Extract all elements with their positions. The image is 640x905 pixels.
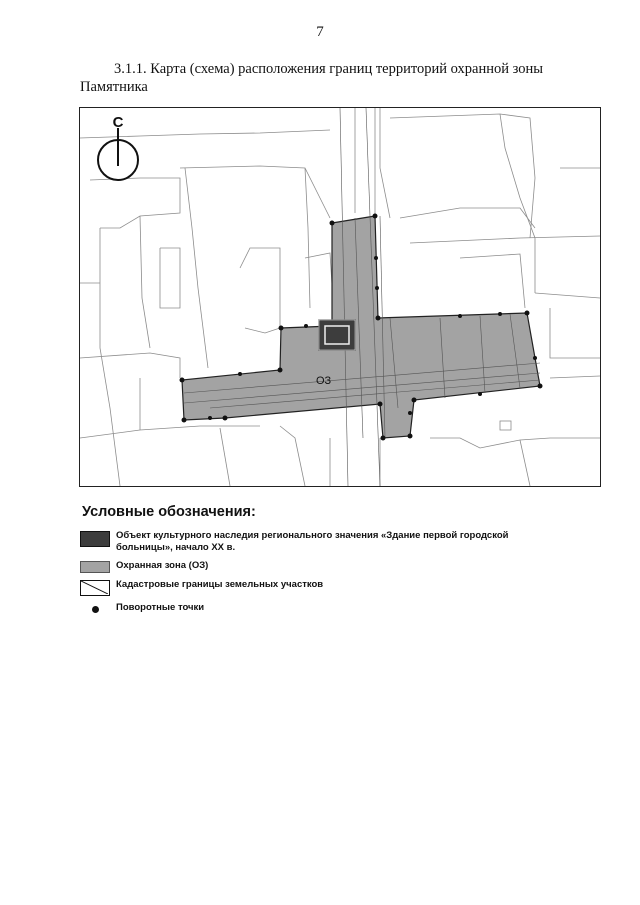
- map-legend: Условные обозначения: Объект культурного…: [80, 504, 600, 621]
- page-number: 7: [316, 24, 324, 40]
- legend-label: Объект культурного наследия региональног…: [116, 530, 509, 553]
- legend-item-monument: Объект культурного наследия региональног…: [80, 530, 600, 554]
- legend-label: Охранная зона (ОЗ): [116, 560, 209, 571]
- legend-label: Кадастровые границы земельных участков: [116, 579, 324, 590]
- caption-line-2: Памятника: [80, 79, 148, 95]
- monument-building: [318, 319, 356, 351]
- protection-zone: ОЗ: [179, 108, 543, 486]
- legend-item-turning-points: Поворотные точки: [80, 602, 600, 615]
- zone-label: ОЗ: [316, 375, 332, 387]
- legend-label: Поворотные точки: [116, 602, 205, 613]
- map-caption: 3.1.1. Карта (схема) расположения границ…: [80, 60, 600, 96]
- black-dot-icon: [80, 603, 110, 615]
- north-arrow-icon: С: [97, 114, 139, 181]
- legend-item-cadastral: Кадастровые границы земельных участков: [80, 579, 600, 596]
- cadastral-boundaries: [80, 108, 600, 486]
- caption-line-1: 3.1.1. Карта (схема) расположения границ…: [114, 61, 544, 77]
- map-canvas: ОЗ С: [80, 108, 600, 486]
- north-label: С: [113, 114, 124, 131]
- legend-title: Условные обозначения:: [82, 504, 256, 520]
- boundary-map: ОЗ С: [79, 107, 601, 487]
- cadastral-boundary-swatch-icon: [80, 580, 110, 596]
- legend-item-protection-zone: Охранная зона (ОЗ): [80, 560, 600, 573]
- dark-fill-swatch-icon: [80, 531, 110, 547]
- grey-fill-swatch-icon: [80, 561, 110, 573]
